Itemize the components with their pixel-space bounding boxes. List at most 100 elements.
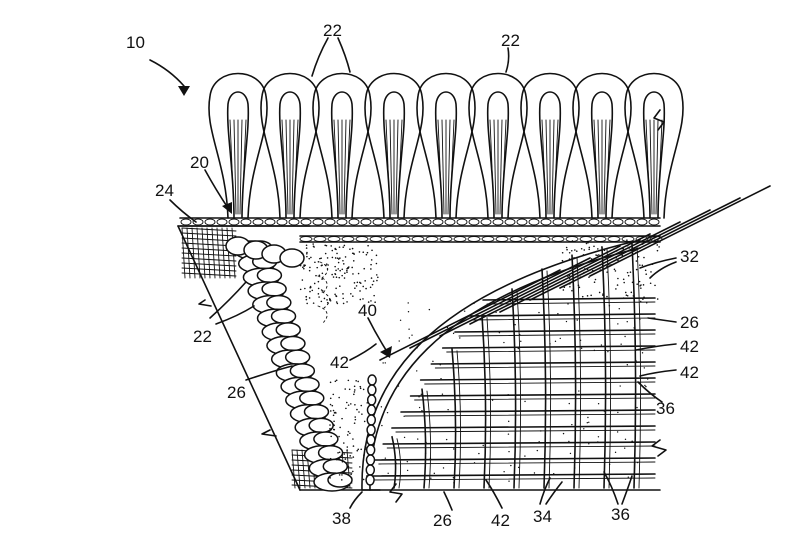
pile-fiber bbox=[597, 119, 601, 215]
label-20: 20 bbox=[190, 153, 209, 172]
stipple-dot bbox=[574, 249, 576, 251]
stipple-dot bbox=[353, 422, 356, 424]
stipple-dot bbox=[342, 263, 345, 265]
mesh-strand-vertical bbox=[421, 388, 427, 489]
backing-stitch bbox=[593, 236, 607, 242]
fiber-strands bbox=[317, 261, 330, 325]
backing-stitch bbox=[355, 236, 369, 242]
stipple-dot bbox=[366, 251, 369, 254]
tuft-segment bbox=[266, 294, 292, 311]
stipple-dot bbox=[491, 399, 494, 401]
stipple-dot bbox=[627, 476, 630, 478]
weave-line bbox=[196, 227, 201, 279]
mesh-strand-diagonal bbox=[409, 257, 591, 349]
stipple-dot bbox=[332, 428, 335, 431]
pile-loop-inner bbox=[642, 91, 666, 219]
stipple-dot bbox=[408, 328, 410, 330]
backing-stitch bbox=[579, 236, 593, 242]
stipple-dot bbox=[353, 393, 355, 396]
mesh-strand-vertical bbox=[546, 270, 552, 489]
stipple-dot bbox=[353, 391, 356, 393]
stipple-dot bbox=[330, 428, 332, 431]
pile-fiber bbox=[291, 119, 295, 215]
stipple-dot bbox=[340, 479, 343, 481]
stipple-dot bbox=[452, 332, 455, 335]
stipple-dot bbox=[357, 448, 360, 451]
stipple-dot bbox=[337, 261, 340, 264]
mesh-edge-bead bbox=[366, 434, 376, 446]
mesh-strand-vertical bbox=[511, 288, 517, 489]
stipple-dot bbox=[430, 477, 432, 479]
pile-fiber bbox=[605, 119, 611, 215]
label-42-right-b: 42 bbox=[680, 363, 699, 382]
stipple-dot bbox=[640, 287, 642, 289]
stipple-dot bbox=[362, 478, 365, 481]
stipple-dot bbox=[644, 384, 646, 387]
backing-stitch bbox=[264, 218, 276, 226]
stipple-dot bbox=[597, 436, 600, 438]
weave-line bbox=[181, 227, 237, 232]
stipple-dot bbox=[361, 413, 363, 415]
stipple-dot bbox=[353, 282, 356, 284]
stipple-dot bbox=[308, 269, 311, 272]
stipple-dot bbox=[338, 396, 340, 399]
stipple-dot bbox=[308, 297, 311, 299]
stipple-dot bbox=[407, 311, 410, 313]
stipple-dot bbox=[571, 240, 574, 242]
stipple-dot bbox=[576, 319, 578, 321]
stipple-dot bbox=[337, 452, 339, 454]
stipple-dot bbox=[347, 430, 350, 433]
stipple-dot bbox=[331, 404, 334, 407]
stipple-dot bbox=[571, 423, 573, 426]
stipple-dot bbox=[588, 276, 590, 278]
mesh-edge-bead bbox=[365, 454, 376, 466]
stipple-dot bbox=[407, 302, 409, 304]
stipple-dot bbox=[580, 247, 583, 250]
mesh-strand-horizontal bbox=[404, 413, 656, 417]
stipple-dot bbox=[324, 244, 326, 247]
stipple-dot bbox=[590, 294, 592, 297]
stipple-dot bbox=[403, 436, 406, 439]
stipple-dot bbox=[433, 472, 436, 475]
stipple-dot bbox=[616, 431, 619, 433]
mesh-strand-vertical bbox=[636, 245, 642, 489]
stipple-dot bbox=[369, 286, 372, 289]
weave-line bbox=[301, 449, 306, 489]
stipple-dot bbox=[336, 302, 339, 305]
stipple-dot bbox=[354, 287, 356, 290]
backing-stitch bbox=[252, 218, 264, 226]
stipple-dot bbox=[562, 432, 565, 435]
break-mark-right bbox=[651, 439, 667, 457]
stipple-dot bbox=[533, 472, 536, 474]
stipple-dot bbox=[356, 449, 359, 452]
mesh-strand-horizontal bbox=[458, 333, 656, 337]
backing-stitch bbox=[327, 236, 341, 242]
tuft-segment bbox=[313, 431, 339, 447]
stipple-dot bbox=[626, 239, 628, 241]
stipple-dot bbox=[326, 257, 329, 259]
stipple-dot bbox=[301, 279, 304, 281]
stipple-dot bbox=[342, 302, 345, 305]
stipple-dot bbox=[352, 438, 354, 440]
stipple-dot bbox=[321, 290, 324, 292]
stipple-dot bbox=[583, 249, 586, 251]
weave-line bbox=[181, 267, 237, 272]
stipple-dot bbox=[507, 433, 510, 435]
stipple-dot bbox=[459, 337, 461, 339]
backing-stitch bbox=[369, 236, 383, 242]
stipple-dot bbox=[350, 473, 352, 476]
stipple-dot bbox=[557, 313, 559, 315]
stipple-dot bbox=[524, 400, 526, 403]
stipple-dot bbox=[309, 290, 311, 293]
stipple-dot bbox=[356, 408, 358, 411]
stipple-dot bbox=[581, 295, 584, 298]
label-36-bottom: 36 bbox=[611, 505, 630, 524]
stipple-dot bbox=[588, 421, 590, 423]
stipple-dot bbox=[341, 274, 343, 277]
pile-loop-inner bbox=[330, 91, 354, 219]
stipple-dot bbox=[321, 272, 324, 275]
mesh-edge-bead bbox=[365, 464, 376, 476]
weave-line bbox=[181, 272, 237, 277]
stipple-dot bbox=[635, 260, 638, 262]
mesh-edge-bead bbox=[366, 404, 377, 416]
